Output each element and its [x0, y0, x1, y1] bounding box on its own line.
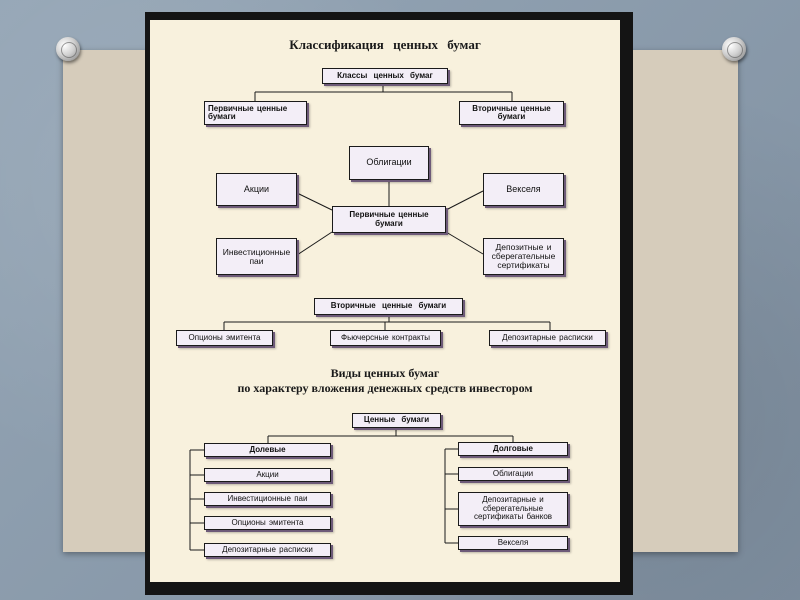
node-primary-class: Первичные ценные бумаги [204, 101, 307, 125]
node-bills: Векселя [483, 173, 564, 206]
equity-item-issuer-options: Опционы эмитента [204, 516, 331, 530]
node-equity: Долевые [204, 443, 331, 457]
node-bonds: Облигации [349, 146, 429, 180]
node-secondary-root: Вторичные ценные бумаги [314, 298, 463, 315]
node-shares: Акции [216, 173, 297, 206]
title-types-line2: по характеру вложения денежных средств и… [237, 381, 533, 395]
node-issuer-options: Опционы эмитента [176, 330, 273, 346]
connector-line [296, 231, 333, 256]
connector-line [445, 190, 484, 211]
equity-item-shares: Акции [204, 468, 331, 482]
debt-item-bonds: Облигации [458, 467, 568, 481]
debt-item-bills: Векселя [458, 536, 568, 550]
pushpin-left-icon [56, 37, 80, 61]
node-deposit-certificates: Депозитные и сберегательные сертификаты [483, 238, 564, 275]
title-types-line1: Виды ценных бумаг [330, 366, 440, 380]
node-securities-root: Ценные бумаги [352, 413, 441, 428]
connector-line [296, 192, 333, 211]
connector-line [445, 231, 484, 255]
pushpin-right-icon [722, 37, 746, 61]
node-primary-center: Первичные ценные бумаги [332, 206, 446, 233]
equity-item-depositary-receipts: Депозитарные расписки [204, 543, 331, 557]
node-classes-root: Классы ценных бумаг [322, 68, 448, 84]
node-secondary-class: Вторичные ценные бумаги [459, 101, 564, 125]
node-depositary-receipts: Депозитарные расписки [489, 330, 606, 346]
node-investment-units: Инвестиционные паи [216, 238, 297, 275]
equity-item-investment-units: Инвестиционные паи [204, 492, 331, 506]
debt-item-bank-certificates: Депозитарные и сберегательные сертификат… [458, 492, 568, 526]
node-debt: Долговые [458, 442, 568, 456]
title-classification: Классификация ценных бумаг [289, 37, 481, 52]
node-futures: Фьючерсные контракты [330, 330, 441, 346]
